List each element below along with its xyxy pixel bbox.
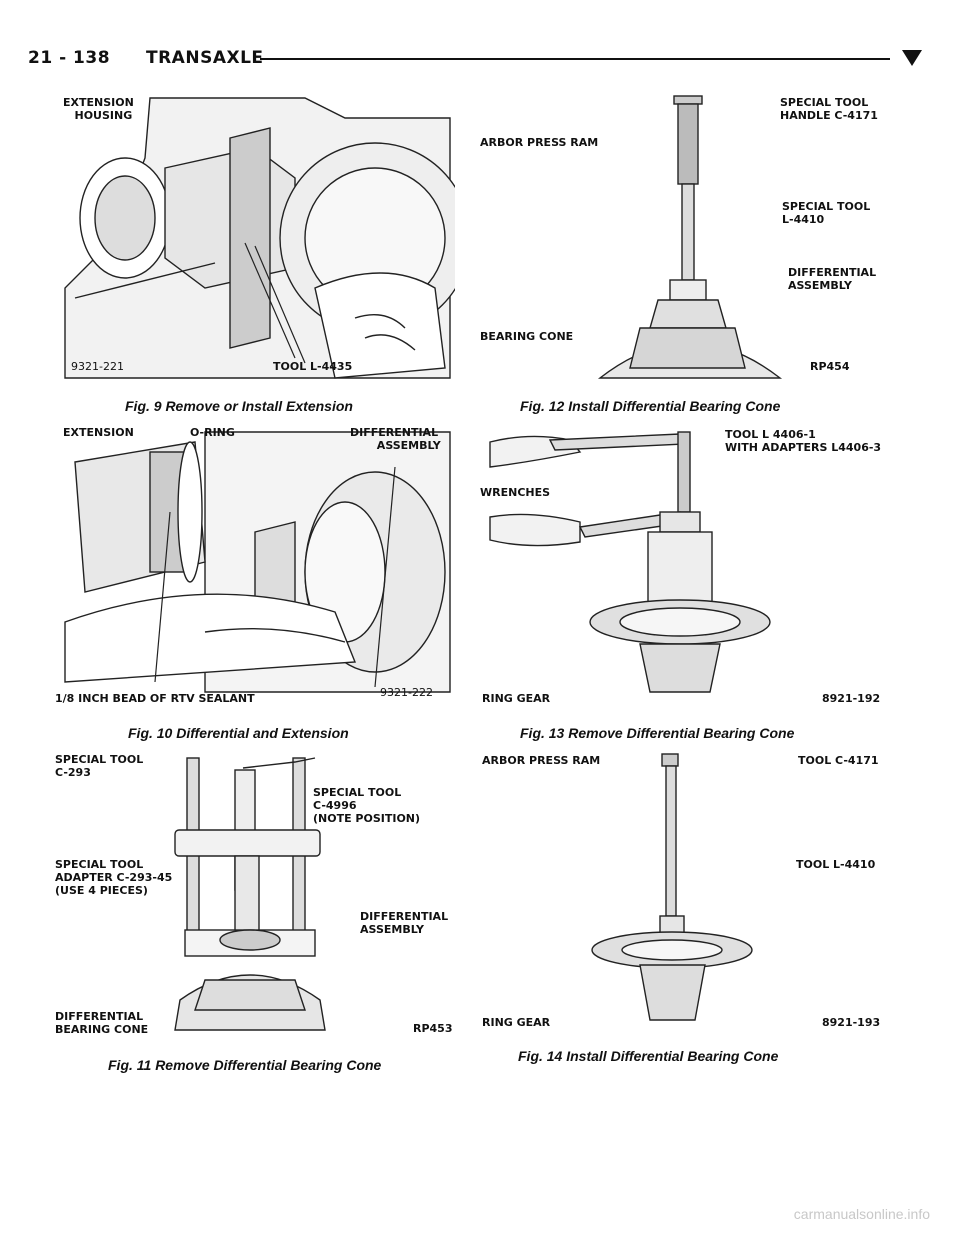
figure-11-ref: RP453 — [413, 1022, 453, 1035]
label-special-tool-c293: SPECIAL TOOL C-293 — [55, 753, 144, 779]
label-bearing-cone: DIFFERENTIAL BEARING CONE — [55, 1010, 149, 1036]
label-tool-l4410: TOOL L-4410 — [796, 858, 876, 871]
label-arbor-press-ram: ARBOR PRESS RAM — [482, 754, 601, 767]
label-extension: EXTENSION — [63, 426, 134, 439]
figure-13-illustration — [489, 431, 771, 693]
figure-10-illustration — [64, 431, 451, 693]
figure-12-caption: Fig. 12 Install Differential Bearing Con… — [520, 398, 781, 414]
figure-10-ref: 9321-222 — [380, 686, 433, 699]
label-ring-gear: RING GEAR — [482, 692, 551, 705]
figure-10: EXTENSION O-RING DIFFERENTIAL ASSEMBLY 1… — [55, 422, 455, 707]
figure-10-caption: Fig. 10 Differential and Extension — [128, 725, 349, 741]
label-special-tool-c4996: SPECIAL TOOL C-4996 (NOTE POSITION) — [313, 786, 421, 825]
section-title: TRANSAXLE — [146, 48, 264, 68]
figure-11-caption: Fig. 11 Remove Differential Bearing Cone — [108, 1057, 382, 1073]
figure-11: SPECIAL TOOL C-293 SPECIAL TOOL C-4996 (… — [55, 750, 455, 1040]
page-number: 21 - 138 — [28, 48, 111, 68]
figure-14-ref: 8921-193 — [822, 1016, 881, 1029]
header-rule — [260, 58, 890, 60]
label-tool-c4171: TOOL C-4171 — [798, 754, 879, 767]
label-o-ring: O-RING — [190, 426, 235, 439]
label-arbor-press-ram: ARBOR PRESS RAM — [480, 136, 599, 149]
figure-14-caption: Fig. 14 Install Differential Bearing Con… — [518, 1048, 779, 1064]
figure-13-ref: 8921-192 — [822, 692, 881, 705]
figure-9: EXTENSION HOUSING TOOL L-4435 9321-221 — [55, 88, 455, 388]
triangle-down-icon — [902, 50, 922, 66]
label-tool-l4435: TOOL L-4435 — [273, 360, 353, 373]
label-extension-housing: EXTENSION HOUSING — [63, 96, 134, 122]
label-adapter: SPECIAL TOOL ADAPTER C-293-45 (USE 4 PIE… — [55, 858, 173, 897]
label-handle-c4171: SPECIAL TOOL HANDLE C-4171 — [780, 96, 878, 122]
figure-12-ref: RP454 — [810, 360, 850, 373]
label-differential-assembly: DIFFERENTIAL ASSEMBLY — [350, 426, 441, 452]
figure-11-illustration — [174, 757, 326, 1031]
label-wrenches: WRENCHES — [480, 486, 551, 499]
figure-12: ARBOR PRESS RAM SPECIAL TOOL HANDLE C-41… — [480, 88, 900, 386]
figure-13: TOOL L 4406-1 WITH ADAPTERS L4406-3 WREN… — [480, 422, 900, 707]
figure-9-illustration — [64, 97, 455, 379]
figure-14-illustration — [591, 753, 753, 1021]
page-header: 21 - 138 TRANSAXLE — [28, 44, 932, 74]
label-differential-assembly: DIFFERENTIAL ASSEMBLY — [788, 266, 877, 292]
label-bearing-cone: BEARING CONE — [480, 330, 574, 343]
figure-14: ARBOR PRESS RAM TOOL C-4171 TOOL L-4410 … — [480, 750, 900, 1040]
figure-13-caption: Fig. 13 Remove Differential Bearing Cone — [520, 725, 795, 741]
label-rtv-sealant: 1/8 INCH BEAD OF RTV SEALANT — [55, 692, 255, 705]
figure-12-illustration — [597, 95, 783, 379]
label-differential-assembly: DIFFERENTIAL ASSEMBLY — [360, 910, 449, 936]
figure-9-caption: Fig. 9 Remove or Install Extension — [125, 398, 353, 414]
label-ring-gear: RING GEAR — [482, 1016, 551, 1029]
label-tool-l4406: TOOL L 4406-1 WITH ADAPTERS L4406-3 — [725, 428, 882, 454]
label-special-tool-l4410: SPECIAL TOOL L-4410 — [782, 200, 871, 226]
watermark: carmanualsonline.info — [793, 1206, 930, 1222]
figure-9-ref: 9321-221 — [71, 360, 124, 373]
